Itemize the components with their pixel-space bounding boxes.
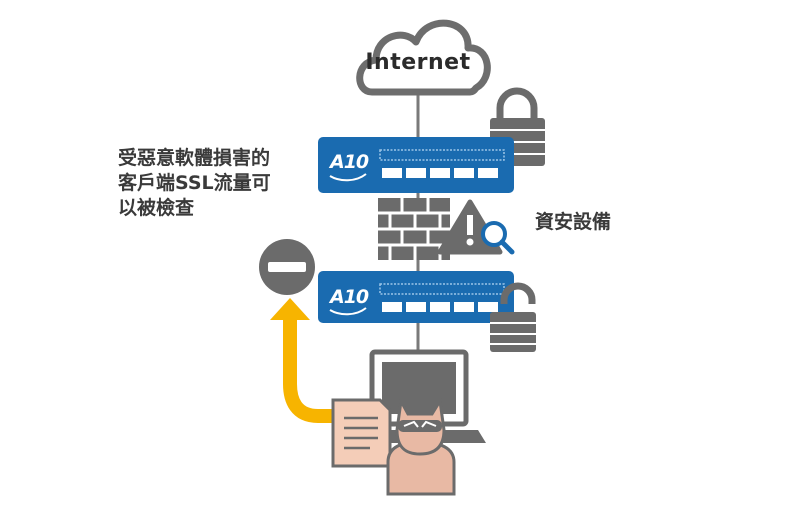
warning-magnifier-icon	[437, 199, 515, 255]
threat-note-line-3: 以被檢查	[118, 197, 195, 219]
threat-note-line-1: 受惡意軟體損害的	[118, 147, 271, 169]
security-device-label: 資安設備	[535, 211, 612, 233]
threat-note-line-2: 客戶端SSL流量可	[118, 172, 271, 194]
internet-label: Internet	[365, 50, 471, 75]
document-icon	[331, 398, 392, 468]
hacker-icon	[386, 396, 456, 496]
padlock-open-icon	[490, 282, 536, 352]
a10-device-bottom	[318, 271, 514, 323]
a10-logo-top: A10	[330, 151, 369, 173]
block-icon	[259, 239, 315, 295]
a10-device-top	[318, 137, 514, 193]
a10-logo-bottom: A10	[330, 286, 369, 308]
cloud-icon	[356, 19, 491, 96]
arrow-up-icon	[270, 298, 345, 423]
firewall-brick-icon	[378, 198, 450, 260]
threat-note: 受惡意軟體損害的 客戶端SSL流量可 以被檢查	[118, 146, 318, 221]
